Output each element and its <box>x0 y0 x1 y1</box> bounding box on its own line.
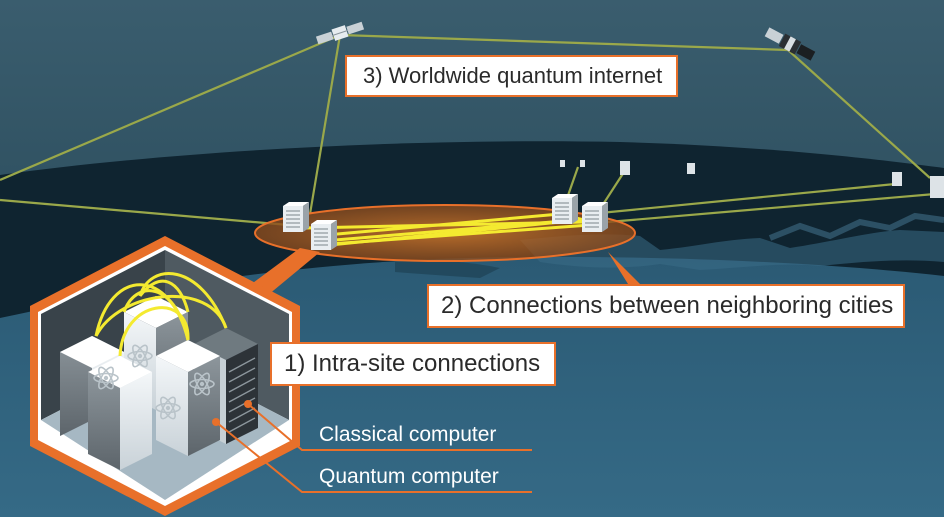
label-neighboring-cities: 2) Connections between neighboring citie… <box>427 284 906 328</box>
intra-site-links <box>94 272 228 357</box>
legend-classical-computer: Classical computer <box>319 423 497 446</box>
legend-quantum-computer: Quantum computer <box>319 465 499 488</box>
callout-pointer <box>608 252 640 284</box>
satellite-left <box>315 21 365 45</box>
site-detail-hexagon <box>30 236 300 516</box>
city-server-3 <box>551 193 579 225</box>
label-intra-site: 1) Intra-site connections <box>270 342 557 386</box>
city-server-1 <box>282 201 310 233</box>
city-links <box>304 212 601 248</box>
distant-servers <box>560 160 944 198</box>
city-server-4 <box>581 201 609 233</box>
label-worldwide-quantum-internet: 3) Worldwide quantum internet <box>345 55 679 97</box>
worldwide-links <box>0 33 936 228</box>
city-server-2 <box>310 219 338 251</box>
legend-leaders <box>215 403 532 493</box>
satellite-right <box>764 27 816 61</box>
